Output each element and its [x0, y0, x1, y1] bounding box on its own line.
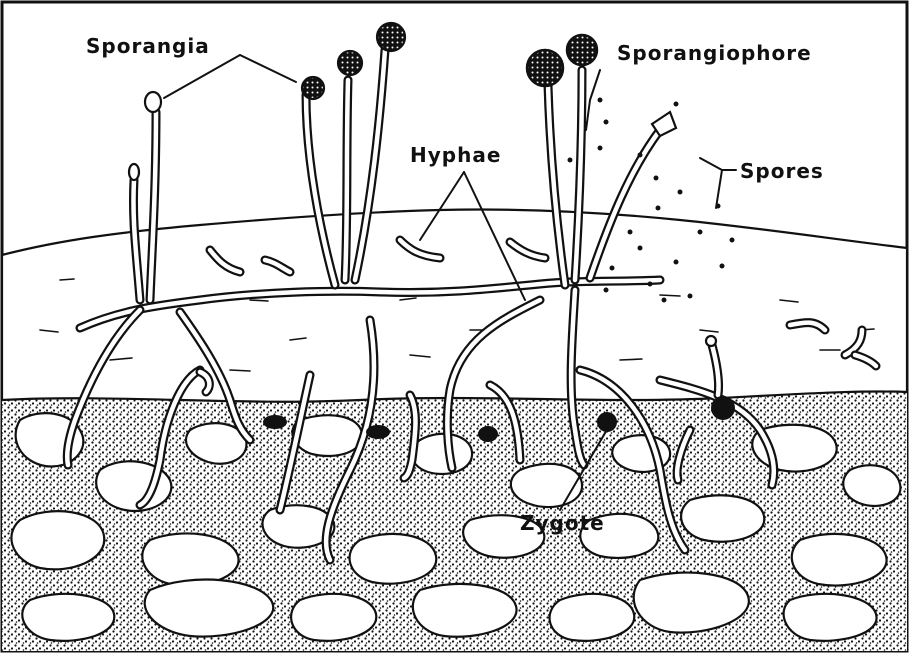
- label-sporangiophore: Sporangiophore: [617, 41, 812, 65]
- label-spores: Spores: [740, 159, 824, 183]
- label-zygote: Zygote: [520, 511, 605, 535]
- label-sporangia: Sporangia: [86, 34, 210, 58]
- bread-substrate: [2, 389, 907, 651]
- label-hyphae: Hyphae: [410, 143, 501, 167]
